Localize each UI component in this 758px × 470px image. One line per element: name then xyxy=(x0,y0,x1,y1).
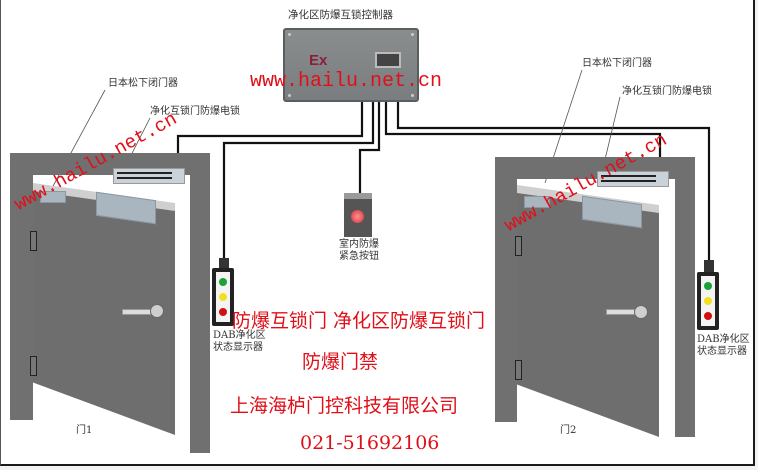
door1-hinge-top xyxy=(30,231,37,251)
door1-maglock xyxy=(113,168,185,184)
promo-line3: 上海海栌门控科技有限公司 xyxy=(230,395,459,417)
door2-frame-right xyxy=(675,157,695,437)
green-led-icon xyxy=(219,278,227,286)
status-display1-label-line2: 状态显示器 xyxy=(213,342,263,353)
bolt-icon xyxy=(288,33,291,36)
status-display-door1 xyxy=(212,268,234,326)
door2-handle-rose xyxy=(634,305,648,319)
bolt-icon xyxy=(411,94,414,97)
status-display2-label-line2: 状态显示器 xyxy=(697,346,747,357)
door2-closer-label: 日本松下闭门器 xyxy=(582,58,652,69)
watermark-top: www.hailu.net.cn xyxy=(250,70,443,93)
emergency-stop-icon xyxy=(351,210,364,223)
wire-status2 xyxy=(396,96,711,264)
door1-hinge-bottom xyxy=(30,356,37,376)
door1-frame-left xyxy=(10,153,33,420)
status-display1-cable-gland xyxy=(219,258,229,270)
emergency-button-label-line2: 紧急按钮 xyxy=(339,251,379,262)
bolt-icon xyxy=(411,33,414,36)
interlock-controller: Ex xyxy=(283,28,419,102)
door1-closer-label: 日本松下闭门器 xyxy=(108,78,178,89)
controller-display-window xyxy=(375,52,401,68)
yellow-led-icon xyxy=(704,297,712,305)
door2-hinge-top xyxy=(515,236,522,256)
promo-phone: 021-51692106 xyxy=(300,432,440,454)
emergency-button-box xyxy=(344,193,372,237)
door2-maglock xyxy=(597,171,669,187)
door2-closer xyxy=(524,196,550,208)
status-display2-cable-gland xyxy=(704,260,714,272)
ex-badge: Ex xyxy=(309,52,328,69)
promo-line2: 防爆门禁 xyxy=(302,351,379,373)
door1-closer xyxy=(40,191,66,203)
wire-status1 xyxy=(222,96,375,262)
door2-name: 门2 xyxy=(560,425,577,436)
door2-frame-left xyxy=(495,157,517,422)
door2-lock-label: 净化互锁门防爆电锁 xyxy=(622,86,712,97)
wire-lock2 xyxy=(384,96,662,172)
bolt-icon xyxy=(288,94,291,97)
green-led-icon xyxy=(704,282,712,290)
yellow-led-icon xyxy=(219,293,227,301)
door1-name: 门1 xyxy=(76,425,93,436)
wire-button xyxy=(358,96,381,196)
status-display2-label-line1: DAB净化区 xyxy=(697,334,750,345)
status-display-door2 xyxy=(697,272,719,330)
red-led-icon xyxy=(704,312,712,320)
door1-frame-right xyxy=(190,153,210,453)
red-led-icon xyxy=(219,308,227,316)
status-display1-label-line1: DAB净化区 xyxy=(213,330,266,341)
controller-title: 净化区防爆互锁控制器 xyxy=(288,9,393,21)
door1-lock-label: 净化互锁门防爆电锁 xyxy=(150,106,240,117)
emergency-button-label-line1: 室内防爆 xyxy=(339,239,379,250)
promo-line1: 防爆互锁门 净化区防爆互锁门 xyxy=(232,310,486,332)
door1-handle-rose xyxy=(150,304,164,318)
door2-hinge-bottom xyxy=(515,360,522,380)
